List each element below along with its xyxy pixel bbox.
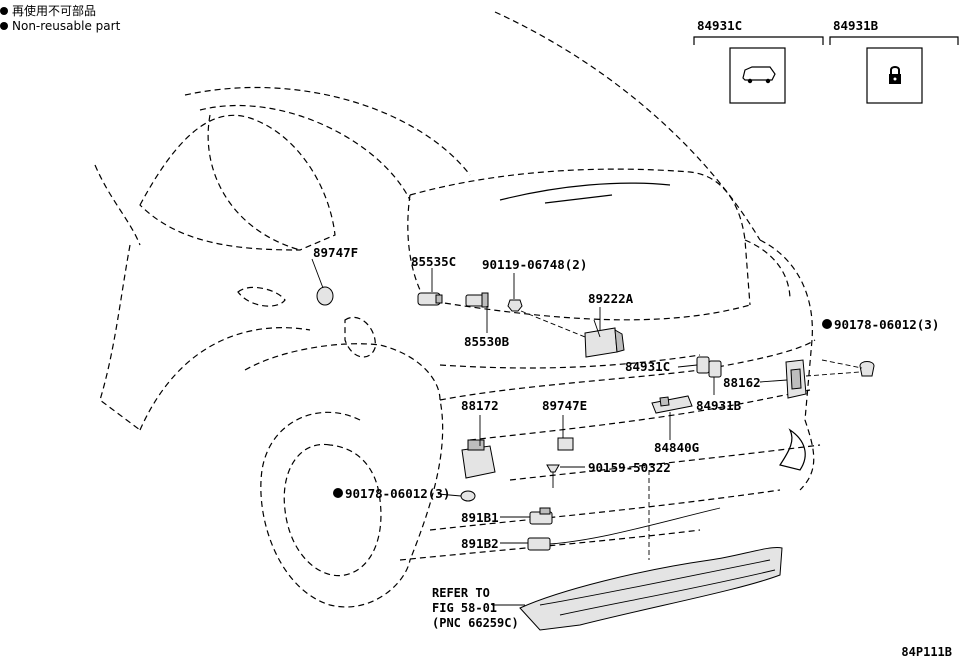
switch-84931B-group: 84931B	[829, 18, 959, 104]
legend-non-reusable-ja: 再使用不可部品	[0, 4, 96, 18]
part-90119-06748-shape	[507, 299, 523, 312]
part-label-891B1: 891B1	[461, 510, 499, 525]
part-89222A-shape	[584, 319, 625, 358]
part-label-891B2: 891B2	[461, 536, 499, 551]
legend-text-en: Non-reusable part	[12, 19, 121, 33]
part-label-85530B: 85530B	[464, 334, 510, 349]
refer-line-3: (PNC 66259C)	[432, 616, 519, 630]
part-label-84931B: 84931B	[696, 398, 742, 413]
part-label-89222A: 89222A	[588, 291, 634, 306]
part-label-84840G: 84840G	[654, 440, 699, 455]
part-85535C-shape	[417, 292, 443, 306]
switch-84931C-face	[729, 47, 786, 104]
part-label-90178-06012-right: 90178-06012(3)	[834, 317, 939, 332]
part-label-90178-right-group: 90178-06012(3)	[822, 317, 939, 332]
part-90178-06012-right-shape	[859, 361, 875, 377]
refer-to-note: REFER TO FIG 58-01 (PNC 66259C)	[432, 586, 519, 631]
non-reusable-dot-icon	[0, 22, 8, 30]
refer-line-2: FIG 58-01	[432, 601, 498, 615]
part-label-90178-left-group: 90178-06012(3)	[333, 486, 450, 501]
part-89747F-shape	[316, 286, 334, 306]
part-891B2-shape	[527, 507, 721, 551]
part-89747E-shape	[557, 437, 574, 451]
part-label-90178-06012-left: 90178-06012(3)	[345, 486, 450, 501]
part-84931C-shape	[696, 356, 710, 374]
refer-line-1: REFER TO	[432, 586, 490, 600]
part-90178-06012-left-shape	[460, 490, 476, 502]
non-reusable-dot-icon	[333, 488, 343, 498]
switch-84931B-face	[866, 47, 923, 104]
part-85530B-shape	[465, 292, 489, 308]
under-cover-66259C-shape	[519, 470, 783, 631]
part-label-88172: 88172	[461, 398, 499, 413]
vehicle-body-outline	[94, 11, 821, 608]
part-label-88162: 88162	[723, 375, 761, 390]
non-reusable-dot-icon	[0, 7, 8, 15]
part-84840G-shape	[651, 395, 693, 414]
part-label-84931C-top: 84931C	[697, 18, 742, 33]
part-label-84931C: 84931C	[625, 359, 670, 374]
figure-id: 84P111B	[901, 645, 952, 659]
part-88162-shape	[785, 359, 807, 399]
part-label-90159-50322: 90159-50322	[588, 460, 671, 475]
switch-84931C-group: 84931C	[693, 18, 824, 104]
part-891B1-shape	[529, 507, 553, 525]
part-84931B-shape	[708, 360, 722, 378]
part-label-89747E: 89747E	[542, 398, 587, 413]
part-label-89747F: 89747F	[313, 245, 358, 260]
part-90159-50322-shape	[546, 464, 560, 488]
leader-lines	[311, 258, 863, 606]
lock-icon	[889, 66, 901, 84]
vehicle-rear-hatch-icon	[742, 66, 776, 84]
part-label-90119-06748: 90119-06748(2)	[482, 257, 587, 272]
legend-non-reusable-en: Non-reusable part	[0, 19, 120, 33]
part-label-85535C: 85535C	[411, 254, 456, 269]
part-label-84931B-top: 84931B	[833, 18, 879, 33]
legend-text-ja: 再使用不可部品	[12, 4, 97, 18]
part-88172-shape	[461, 439, 496, 479]
non-reusable-dot-icon	[822, 319, 832, 329]
